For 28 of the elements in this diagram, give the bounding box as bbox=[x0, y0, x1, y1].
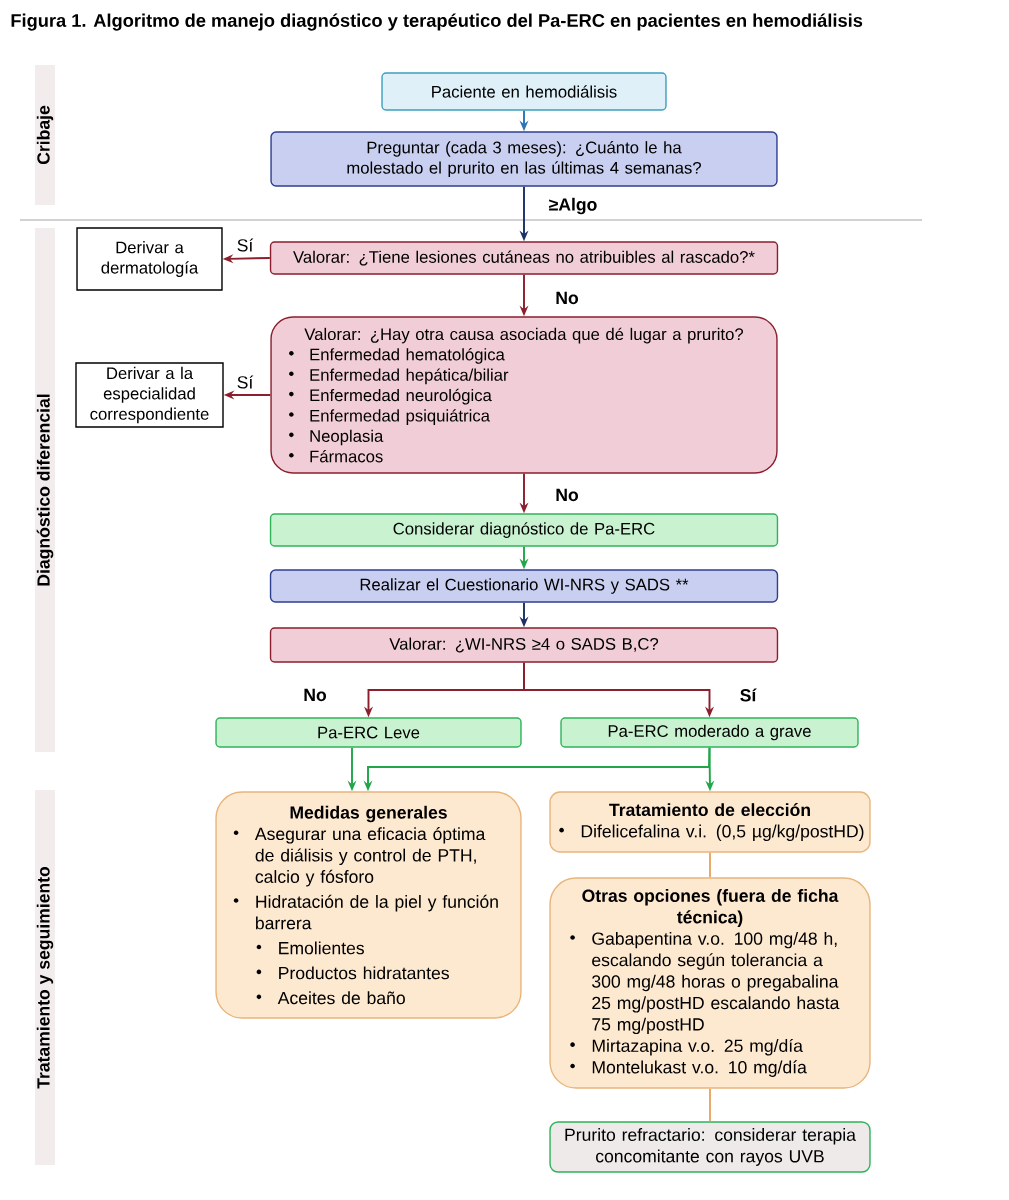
edge-label: Sí bbox=[234, 373, 256, 391]
connector-line bbox=[709, 1087, 711, 1123]
title: Figura 1. Algoritmo de manejo diagnóstico y terapéutico del Pa-ERC en pacientes en hemodiálisis bbox=[11, 13, 863, 31]
start-box: Paciente en hemodiálisis bbox=[381, 72, 667, 111]
referral-box: Derivar a la especialidad correspondiente bbox=[75, 362, 224, 428]
referral-box: Derivar a dermatología bbox=[76, 227, 223, 291]
treatment-box: Otras opciones (fuera de ficha técnica) Gabapentina v.o. 100 mg/48 h, escalando según tolerancia a 300 mg/48 horas o pregabalina 25 mg/postHD escalando hasta 75 mg/postHD Mirtazapina v.o. 25 mg/día Montelukast v.o. 10 mg/día bbox=[549, 877, 871, 1089]
section-band: Diagnóstico diferencial bbox=[35, 228, 55, 752]
edge-label: Sí bbox=[737, 686, 759, 704]
decision-box: Valorar: ¿WI-NRS ≥4 o SADS B,C? bbox=[269, 627, 779, 663]
edge-label: Sí bbox=[234, 236, 256, 254]
section-band: Tratamiento y seguimiento bbox=[35, 790, 55, 1165]
treatment-box: Tratamiento de elección Difelicefalina v.i. (0,5 µg/kg/postHD) bbox=[549, 791, 871, 853]
edge-label: No bbox=[301, 687, 329, 703]
result-box: Pa-ERC Leve bbox=[215, 717, 522, 748]
edge-label: ≥Algo bbox=[546, 196, 600, 216]
edge-label: No bbox=[553, 487, 581, 503]
edge-label: No bbox=[553, 290, 581, 306]
outcome-box: Prurito refractario: considerar terapia concomitante con rayos UVB bbox=[549, 1121, 871, 1173]
section-band: Cribaje bbox=[35, 65, 55, 205]
decision-box: Valorar: ¿Hay otra causa asociada que dé lugar a prurito? Enfermedad hematológica Enfermedad hepática/biliar Enfermedad neurológica Enfermedad psiquiátrica Neoplasia Fármacos bbox=[270, 316, 778, 474]
treatment-box: Medidas generales Asegurar una eficacia óptima de diálisis y control de PTH, calcio y fósforo Hidratación de la piel y función barrera Emolientes Productos hidratantes Aceites de baño bbox=[215, 791, 522, 1019]
process-box: Preguntar (cada 3 meses): ¿Cuánto le ha molestado el prurito en las últimas 4 semanas? bbox=[270, 131, 778, 187]
process-box: Realizar el Cuestionario WI-NRS y SADS ** bbox=[269, 569, 779, 603]
decision-box: Valorar: ¿Tiene lesiones cutáneas no atribuibles al rascado?* bbox=[269, 241, 779, 275]
result-box: Pa-ERC moderado a grave bbox=[560, 717, 859, 748]
connector-line bbox=[709, 851, 711, 879]
result-box: Considerar diagnóstico de Pa-ERC bbox=[269, 513, 779, 547]
